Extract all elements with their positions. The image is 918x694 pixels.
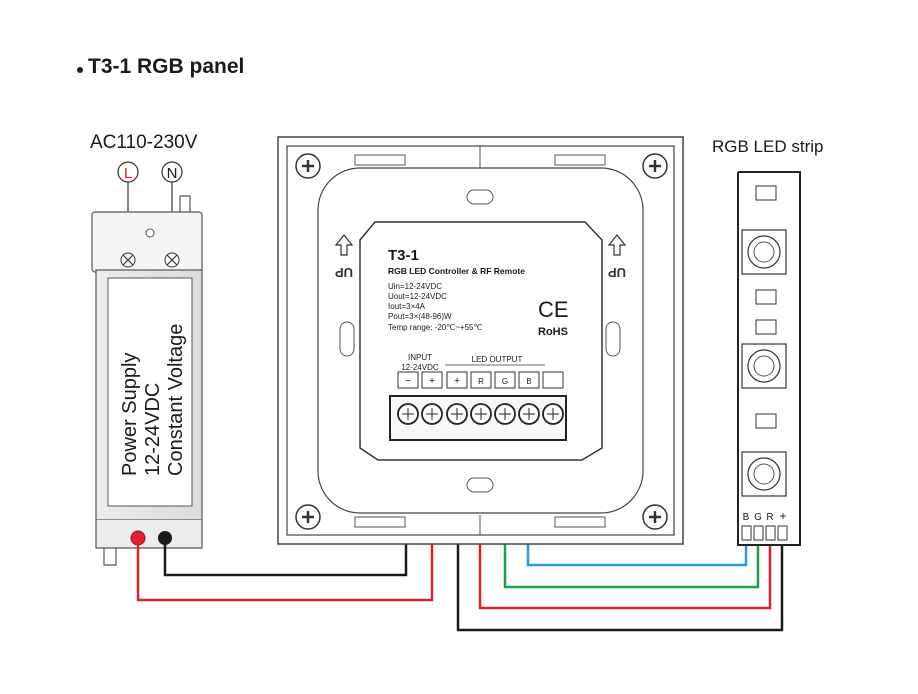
- title-group: T3-1 RGB panel: [77, 55, 244, 78]
- ps-label-line2: 12-24VDC: [142, 383, 164, 476]
- spec-line: Iout=3×4A: [388, 302, 426, 311]
- output-label: LED OUTPUT: [472, 355, 523, 364]
- strip-pads: [741, 525, 788, 541]
- ps-label-line3: Constant Voltage: [165, 324, 187, 476]
- screw-tl: [295, 153, 321, 179]
- panel-clip-bl: [354, 516, 406, 528]
- panel-back-plate: [317, 167, 644, 514]
- strip-resistor: [755, 185, 777, 201]
- controller-specs: Uin=12-24VDC Uout=12-24VDC Iout=3×4A Pou…: [388, 282, 482, 332]
- strip-pin-label: +: [779, 509, 786, 523]
- panel-slot-top: [466, 189, 494, 205]
- ac-input-label: AC110-230V: [90, 132, 198, 153]
- panel-slot-bottom: [466, 477, 494, 493]
- up-label-left: UP: [335, 265, 353, 280]
- page-title: T3-1 RGB panel: [88, 55, 244, 78]
- ps-terminal-block: [91, 211, 203, 273]
- terminal-l-label: L: [124, 165, 132, 182]
- up-label-right: UP: [608, 265, 626, 280]
- screw-br: [642, 504, 668, 530]
- input-voltage: 12-24VDC: [401, 363, 439, 372]
- input-label: INPUT: [408, 353, 432, 362]
- ce-mark: CE: [538, 297, 569, 322]
- terminal-screws: [397, 403, 564, 425]
- terminal-label: R: [478, 377, 484, 386]
- spec-line: Uin=12-24VDC: [388, 282, 442, 291]
- spec-line: Temp range: -20℃~+55℃: [388, 323, 482, 332]
- strip-pin-label: B: [743, 512, 750, 523]
- ps-bottom-block: [95, 520, 203, 549]
- terminal-label: G: [502, 377, 508, 386]
- ps-label-area: [107, 277, 193, 507]
- terminal-label: B: [526, 377, 531, 386]
- panel-clip-tr: [554, 154, 606, 166]
- screw-bl: [295, 504, 321, 530]
- ps-output-negative: [158, 531, 172, 545]
- up-arrow-left: [334, 234, 354, 256]
- terminal-label: +: [454, 376, 460, 387]
- panel-slot-left: [339, 321, 355, 357]
- strip-resistor: [755, 319, 777, 335]
- screw-tr: [642, 153, 668, 179]
- strip-resistor: [755, 413, 777, 429]
- power-supply: AC110-230V L N Power Supply 12-24VDC Con…: [90, 132, 203, 566]
- controller-model: T3-1: [388, 247, 419, 264]
- terminal-n-label: N: [167, 165, 178, 182]
- ps-label-line1: Power Supply: [119, 353, 141, 476]
- strip-pin-label: R: [766, 512, 773, 523]
- strip-led: [741, 451, 787, 497]
- rgb-panel: UP UP T3-1 RGB LED Controller & RF Remot…: [277, 136, 684, 545]
- terminal-label: −: [405, 376, 411, 387]
- strip-label: RGB LED strip: [712, 137, 823, 156]
- title-bullet: [77, 67, 83, 73]
- terminal-label-row: − + + R G B: [397, 371, 564, 389]
- strip-led: [741, 343, 787, 389]
- ps-bottom-tab: [103, 548, 117, 566]
- ps-output-positive: [130, 530, 146, 546]
- rohs-mark: RoHS: [538, 326, 568, 338]
- panel-clip-br: [554, 516, 606, 528]
- strip-pin-label: G: [754, 512, 762, 523]
- ps-mount-tab: [179, 195, 191, 212]
- panel-slot-right: [605, 321, 621, 357]
- spec-line: Uout=12-24VDC: [388, 292, 447, 301]
- panel-clip-tl: [354, 154, 406, 166]
- strip-led: [741, 229, 787, 275]
- led-strip: RGB LED strip B G R +: [712, 137, 823, 546]
- terminal-label: +: [429, 376, 435, 387]
- spec-line: Pout=3×(48-96)W: [388, 312, 452, 321]
- ps-screw-hole: [145, 228, 155, 238]
- controller-description: RGB LED Controller & RF Remote: [388, 266, 525, 276]
- up-arrow-right: [607, 234, 627, 256]
- strip-resistor: [755, 289, 777, 305]
